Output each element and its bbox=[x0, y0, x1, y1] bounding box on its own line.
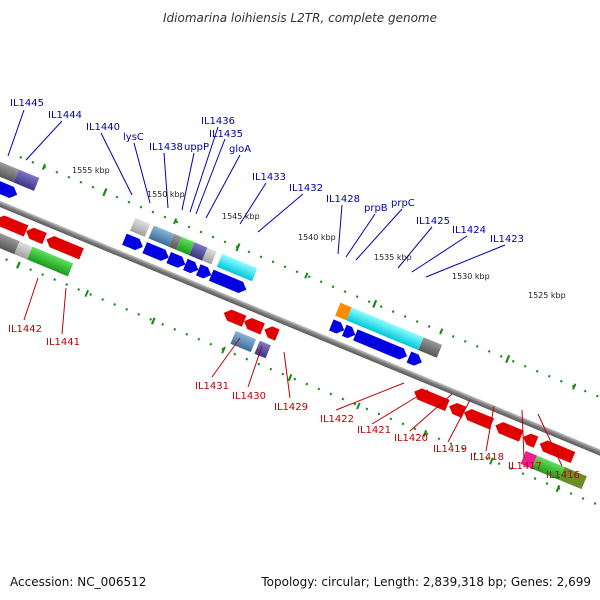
top-gene-labels bbox=[7, 109, 506, 278]
gene-label-il1435: IL1435 bbox=[209, 129, 243, 140]
outer-tick-track bbox=[19, 155, 600, 423]
scale-label: 1545 kbp bbox=[222, 212, 260, 221]
reverse-gene-boxes bbox=[0, 230, 600, 503]
scale-label: 1550 kbp bbox=[147, 190, 185, 199]
gene-label-il1433: IL1433 bbox=[252, 172, 286, 183]
scale-labels: 1555 kbp 1550 kbp 1545 kbp 1540 kbp 1535… bbox=[72, 166, 566, 300]
scale-label: 1530 kbp bbox=[452, 272, 490, 281]
gene-label-prpc: prpC bbox=[391, 198, 415, 209]
gene-label-il1416: IL1416 bbox=[546, 470, 580, 481]
top-gene-label-texts: IL1445 IL1444 IL1440 lysC IL1438 uppP IL… bbox=[10, 98, 524, 245]
gene-label-il1430: IL1430 bbox=[232, 391, 266, 402]
scale-label: 1535 kbp bbox=[374, 253, 412, 262]
gene-label-il1418: IL1418 bbox=[470, 452, 504, 463]
gene-label-il1445: IL1445 bbox=[10, 98, 44, 109]
gene-label-il1432: IL1432 bbox=[289, 183, 323, 194]
gene-label-il1417: IL1417 bbox=[508, 461, 542, 472]
gene-label-gloa: gloA bbox=[229, 144, 251, 155]
scale-label: 1555 kbp bbox=[72, 166, 110, 175]
scale-label: 1540 kbp bbox=[298, 233, 336, 242]
gene-label-il1421: IL1421 bbox=[357, 425, 391, 436]
gene-label-il1428: IL1428 bbox=[326, 194, 360, 205]
gene-label-il1442: IL1442 bbox=[8, 324, 42, 335]
bottom-gene-labels bbox=[23, 277, 563, 467]
accession-text: Accession: NC_006512 bbox=[10, 575, 146, 589]
gene-label-il1424: IL1424 bbox=[452, 225, 486, 236]
gene-label-il1422: IL1422 bbox=[320, 414, 354, 425]
forward-gene-boxes bbox=[0, 160, 443, 358]
gene-label-il1419: IL1419 bbox=[433, 444, 467, 455]
gene-label-il1444: IL1444 bbox=[48, 110, 82, 121]
genome-stats-text: Topology: circular; Length: 2,839,318 bp… bbox=[260, 575, 591, 589]
gene-label-il1438: IL1438 bbox=[149, 142, 183, 153]
bottom-gene-label-texts: IL1442 IL1441 IL1431 IL1430 IL1429 IL142… bbox=[8, 324, 580, 481]
gene-label-prpb: prpB bbox=[364, 203, 388, 214]
map-title: Idiomarina loihiensis L2TR, complete gen… bbox=[163, 11, 437, 25]
gene-label-il1440: IL1440 bbox=[86, 122, 120, 133]
genome-strip bbox=[0, 155, 600, 515]
gene-label-il1429: IL1429 bbox=[274, 402, 308, 413]
gene-label-il1441: IL1441 bbox=[46, 337, 80, 348]
genome-backbone bbox=[0, 193, 600, 471]
gene-label-il1436: IL1436 bbox=[201, 116, 235, 127]
gene-label-il1425: IL1425 bbox=[416, 216, 450, 227]
forward-arrows bbox=[0, 177, 422, 366]
inner-tick-track bbox=[0, 248, 600, 515]
scale-label: 1525 kbp bbox=[528, 291, 566, 300]
reverse-arrows bbox=[0, 215, 576, 464]
gene-label-lysc: lysC bbox=[123, 132, 144, 143]
gene-label-il1420: IL1420 bbox=[394, 433, 428, 444]
gene-label-uppp: uppP bbox=[184, 142, 209, 153]
gene-label-il1431: IL1431 bbox=[195, 381, 229, 392]
gene-label-il1423: IL1423 bbox=[490, 234, 524, 245]
